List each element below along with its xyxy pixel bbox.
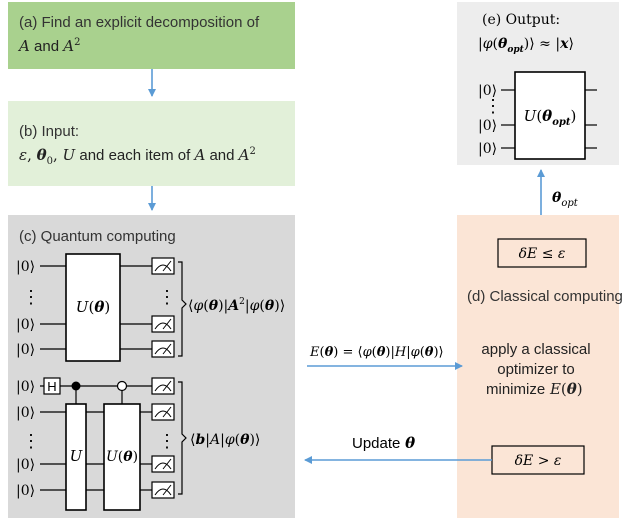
box-b-comma2: ,: [53, 146, 63, 164]
top-circuit: [40, 265, 152, 350]
meter-bottom-3: [151, 455, 175, 473]
box-b-comma1: ,: [27, 146, 37, 164]
brace-top: [178, 261, 187, 357]
box-a-sup: 2: [74, 37, 80, 48]
box-b-rest: and each item of: [75, 147, 194, 164]
box-b-line2: ε, θ0, U and each item of A and A2: [19, 146, 256, 167]
box-b-eps: ε: [19, 146, 27, 164]
criterion-top: δE ≤ ε: [519, 246, 566, 262]
gate-U-label: U: [70, 447, 84, 465]
box-a-and: and: [30, 38, 63, 55]
gate-U-theta-bottom: [103, 403, 141, 511]
bottom-dots-left: ⋮: [22, 431, 40, 452]
meter-bottom-2: [151, 403, 175, 421]
output-circuit-wires: [501, 89, 597, 149]
meter-top-1: [151, 257, 175, 275]
expect-bottom: ⟨b|A|φ(θ)⟩: [190, 432, 260, 448]
top-gate-label: U(θ): [76, 298, 110, 316]
top-ket-3: |0⟩: [16, 342, 35, 358]
top-ket-1: |0⟩: [16, 259, 35, 275]
bottom-ket-3: |0⟩: [16, 457, 35, 473]
update-label: Update θ: [352, 434, 415, 452]
meter-bottom-4: [151, 481, 175, 499]
output-ket-3: |0⟩: [478, 141, 497, 157]
top-gate-U-theta: [65, 253, 121, 362]
expect-top: ⟨φ(θ)|A2|φ(θ)⟩: [188, 297, 285, 314]
box-b-sup: 2: [250, 146, 256, 157]
output-gate-label: U(θopt): [524, 107, 577, 128]
box-e-title: (e) Output:: [482, 12, 560, 28]
meter-bottom-1: [151, 377, 175, 395]
box-b-A2: A: [237, 146, 250, 164]
box-b-and: and: [205, 147, 238, 164]
box-b-A: A: [192, 146, 205, 164]
criterion-bottom: δE > ε: [515, 453, 562, 469]
box-e-approx: |φ(θopt)⟩ ≈ |x⟩: [478, 36, 574, 55]
optimizer-line1: apply a classical: [481, 341, 590, 358]
box-b-U: U: [63, 146, 77, 164]
bottom-ket-1: |0⟩: [16, 379, 35, 395]
bottom-dots-meter: ⋮: [158, 431, 176, 452]
top-dots-meter: ⋮: [158, 287, 176, 308]
bottom-ket-4: |0⟩: [16, 483, 35, 499]
control-dot-filled: [71, 381, 81, 391]
output-ket-1: |0⟩: [478, 83, 497, 99]
box-b-line1: (b) Input:: [19, 123, 79, 140]
optimizer-line2: optimizer to: [497, 361, 575, 378]
box-e-approx-sub: opt: [507, 45, 524, 55]
box-c-title: (c) Quantum computing: [19, 228, 176, 245]
output-gate-sub: opt: [552, 117, 571, 128]
box-b-theta-sub: 0: [47, 156, 53, 167]
brace-bottom: [178, 381, 187, 495]
box-a-background: [8, 2, 295, 69]
output-gate: [514, 71, 586, 160]
output-dots: ⋮: [484, 96, 502, 117]
output-ket-2: |0⟩: [478, 118, 497, 134]
box-d-title: (d) Classical computing: [467, 288, 623, 305]
box-a-line1: (a) Find an explicit decomposition of: [19, 14, 260, 31]
control-dot-open: [116, 380, 128, 392]
theta-opt-label: θopt: [552, 190, 579, 209]
box-b-theta: θ: [37, 146, 47, 164]
gate-H: [43, 377, 61, 395]
optimizer-line3: minimize E(θ): [486, 380, 583, 398]
criterion-bottom-box: [491, 445, 585, 475]
box-a-A: A: [17, 37, 30, 55]
top-dots-left: ⋮: [22, 287, 40, 308]
energy-label: E(θ) = ⟨φ(θ)|H|φ(θ)⟩: [309, 345, 444, 360]
gate-H-label: H: [47, 379, 56, 394]
gate-U: [65, 403, 87, 511]
meter-top-2: [151, 315, 175, 333]
box-a-A2: A: [61, 37, 74, 55]
top-ket-2: |0⟩: [16, 317, 35, 333]
gate-U-theta-bottom-label: U(θ): [106, 449, 138, 465]
box-b-background: [8, 101, 295, 186]
criterion-top-box: [497, 238, 587, 268]
bottom-ket-2: |0⟩: [16, 405, 35, 421]
box-a-line2: A and A2: [17, 37, 80, 55]
meter-top-3: [151, 340, 175, 358]
theta-opt-sub: opt: [561, 198, 578, 209]
